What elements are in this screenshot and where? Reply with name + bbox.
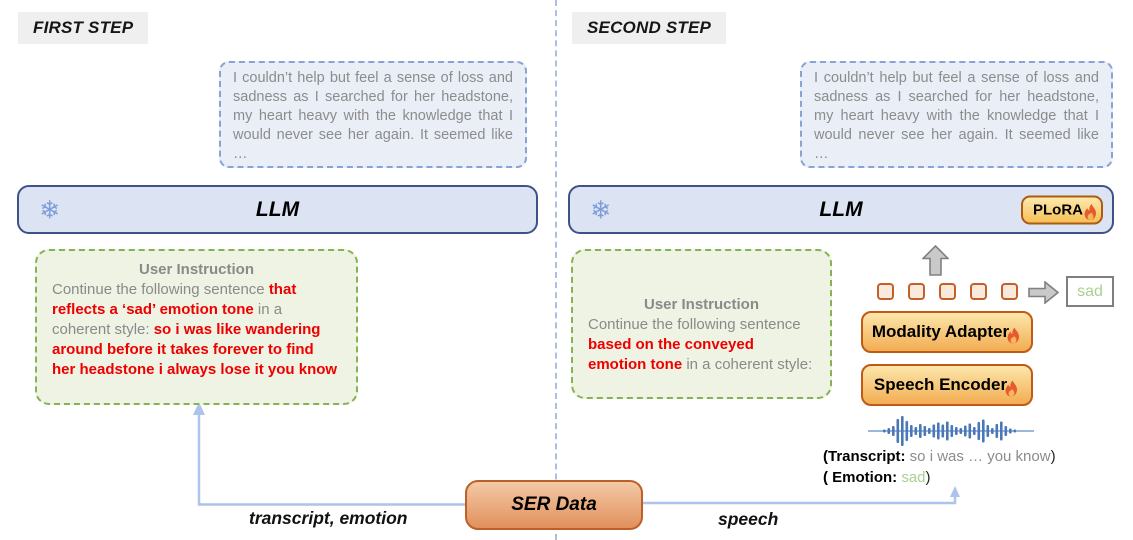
snowflake-icon: ❄: [590, 195, 611, 224]
llm-label: LLM: [255, 197, 300, 221]
speech-token-row: [877, 283, 1018, 300]
flame-icon: [1084, 203, 1096, 220]
user-instruction-box-first-step: User Instruction Continue the following …: [35, 249, 358, 405]
modality-adapter-block: Modality Adapter: [861, 311, 1033, 353]
speech-token: [877, 283, 894, 300]
llm-block-first-step: ❄ LLM: [17, 185, 538, 234]
generated-text-box-left: I couldn’t help but feel a sense of loss…: [219, 61, 527, 168]
user-instruction-box-second-step: User Instruction Continue the following …: [571, 249, 832, 399]
emotion-line: ( Emotion: sad): [823, 469, 931, 486]
first-step-label: FIRST STEP: [18, 12, 149, 44]
audio-waveform-icon: [868, 416, 1034, 446]
speech-edge-label: speech: [718, 509, 779, 529]
flame-icon: [1007, 327, 1020, 344]
transcript-line: (Transcript: so i was … you know): [823, 448, 1056, 465]
speech-token: [970, 283, 987, 300]
speech-token: [939, 283, 956, 300]
llm-block-second-step: ❄ LLM PLoRA: [568, 185, 1114, 234]
modality-adapter-label: Modality Adapter: [871, 322, 1010, 341]
user-instruction-title: User Instruction: [643, 296, 760, 313]
generated-text-box-right: I couldn’t help but feel a sense of loss…: [800, 61, 1113, 168]
speech-token: [1001, 283, 1018, 300]
plora-badge: PLoRA: [1021, 195, 1103, 224]
speech-annotation-text: (Transcript: so i was … you know) ( Emot…: [823, 446, 1056, 488]
ser-data-block: SER Data: [465, 480, 643, 530]
user-instruction-title: User Instruction: [138, 261, 255, 278]
plora-label: PLoRA: [1033, 201, 1083, 218]
snowflake-icon: ❄: [39, 195, 60, 224]
second-step-label: SECOND STEP: [572, 12, 727, 44]
speech-encoder-block: Speech Encoder: [861, 364, 1033, 406]
speech-token: [908, 283, 925, 300]
emotion-prediction-box: sad: [1066, 276, 1114, 307]
transcript-emotion-edge-label: transcript, emotion: [249, 508, 408, 528]
flame-icon: [1005, 380, 1018, 397]
user-instruction-text: Continue the following sentence based on…: [588, 316, 813, 373]
up-arrow-icon: [922, 245, 949, 276]
speech-encoder-label: Speech Encoder: [873, 375, 1008, 394]
step-divider-line: [555, 0, 557, 540]
user-instruction-text: Continue the following sentence that ref…: [52, 281, 338, 378]
llm-label: LLM: [819, 197, 863, 221]
right-arrow-icon: [1028, 281, 1059, 304]
